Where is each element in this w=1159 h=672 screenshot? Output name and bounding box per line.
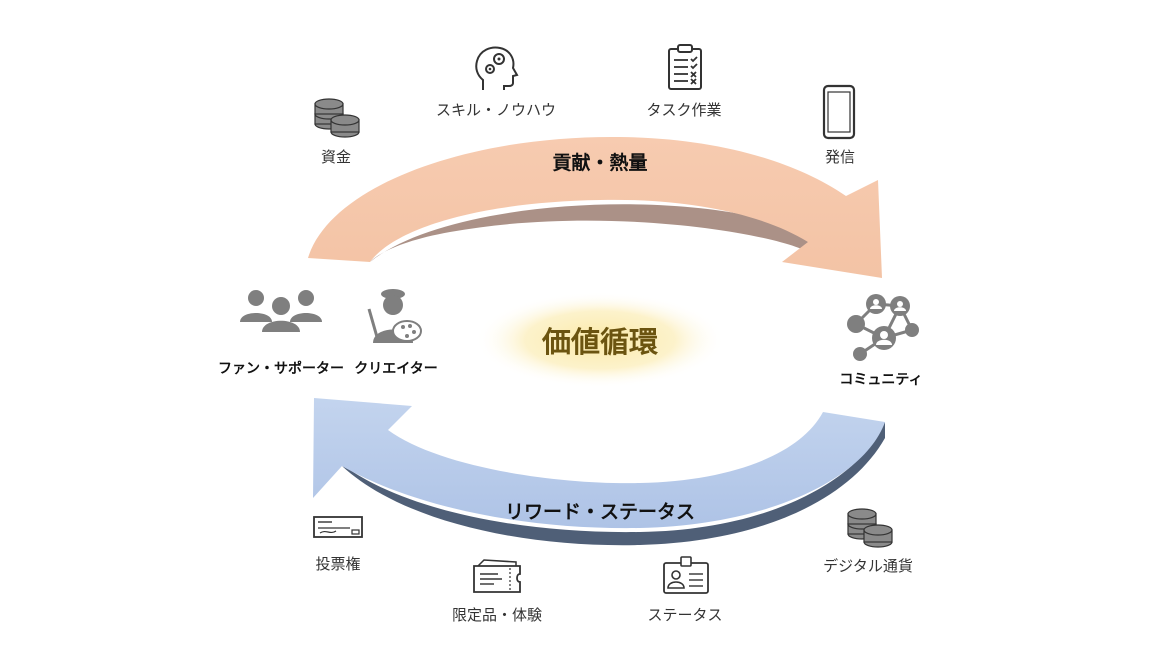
top-arrow-shadow <box>370 204 808 262</box>
top-arrow <box>308 136 882 278</box>
coins-icon <box>314 98 360 138</box>
clipboard-checklist-icon <box>668 44 702 90</box>
coins-icon <box>847 508 893 548</box>
head-gears-icon <box>475 46 519 90</box>
top-item-funds-label: 資金 <box>320 148 352 166</box>
bottom-item-voting-label: 投票権 <box>315 555 361 573</box>
top-arrow-label: 貢献・熱量 <box>552 152 648 174</box>
smartphone-icon <box>822 84 856 140</box>
community-label: コミュニティ <box>839 372 923 388</box>
center-label: 価値循環 <box>541 325 659 359</box>
fans-supporters-label: ファン・サポーター <box>218 361 344 377</box>
creators-label: クリエイター <box>354 361 438 377</box>
bottom-arrow-label: リワード・ステータス <box>504 501 696 523</box>
community-network-icon <box>847 294 919 361</box>
top-item-broadcast-label: 発信 <box>824 148 856 166</box>
artist-painter-icon <box>367 289 422 343</box>
bottom-arrow <box>313 398 885 529</box>
bottom-item-status-label: ステータス <box>647 606 723 624</box>
bottom-item-limited-label: 限定品・体験 <box>451 606 543 624</box>
id-badge-icon <box>663 556 709 594</box>
people-group-icon <box>240 290 322 332</box>
bottom-item-digital-currency-label: デジタル通貨 <box>823 557 913 575</box>
ballot-check-icon <box>313 516 363 538</box>
center-glow <box>475 292 725 388</box>
top-item-tasks-label: タスク作業 <box>646 101 722 119</box>
top-item-skills-label: スキル・ノウハウ <box>435 101 557 119</box>
ticket-icon <box>473 559 521 593</box>
